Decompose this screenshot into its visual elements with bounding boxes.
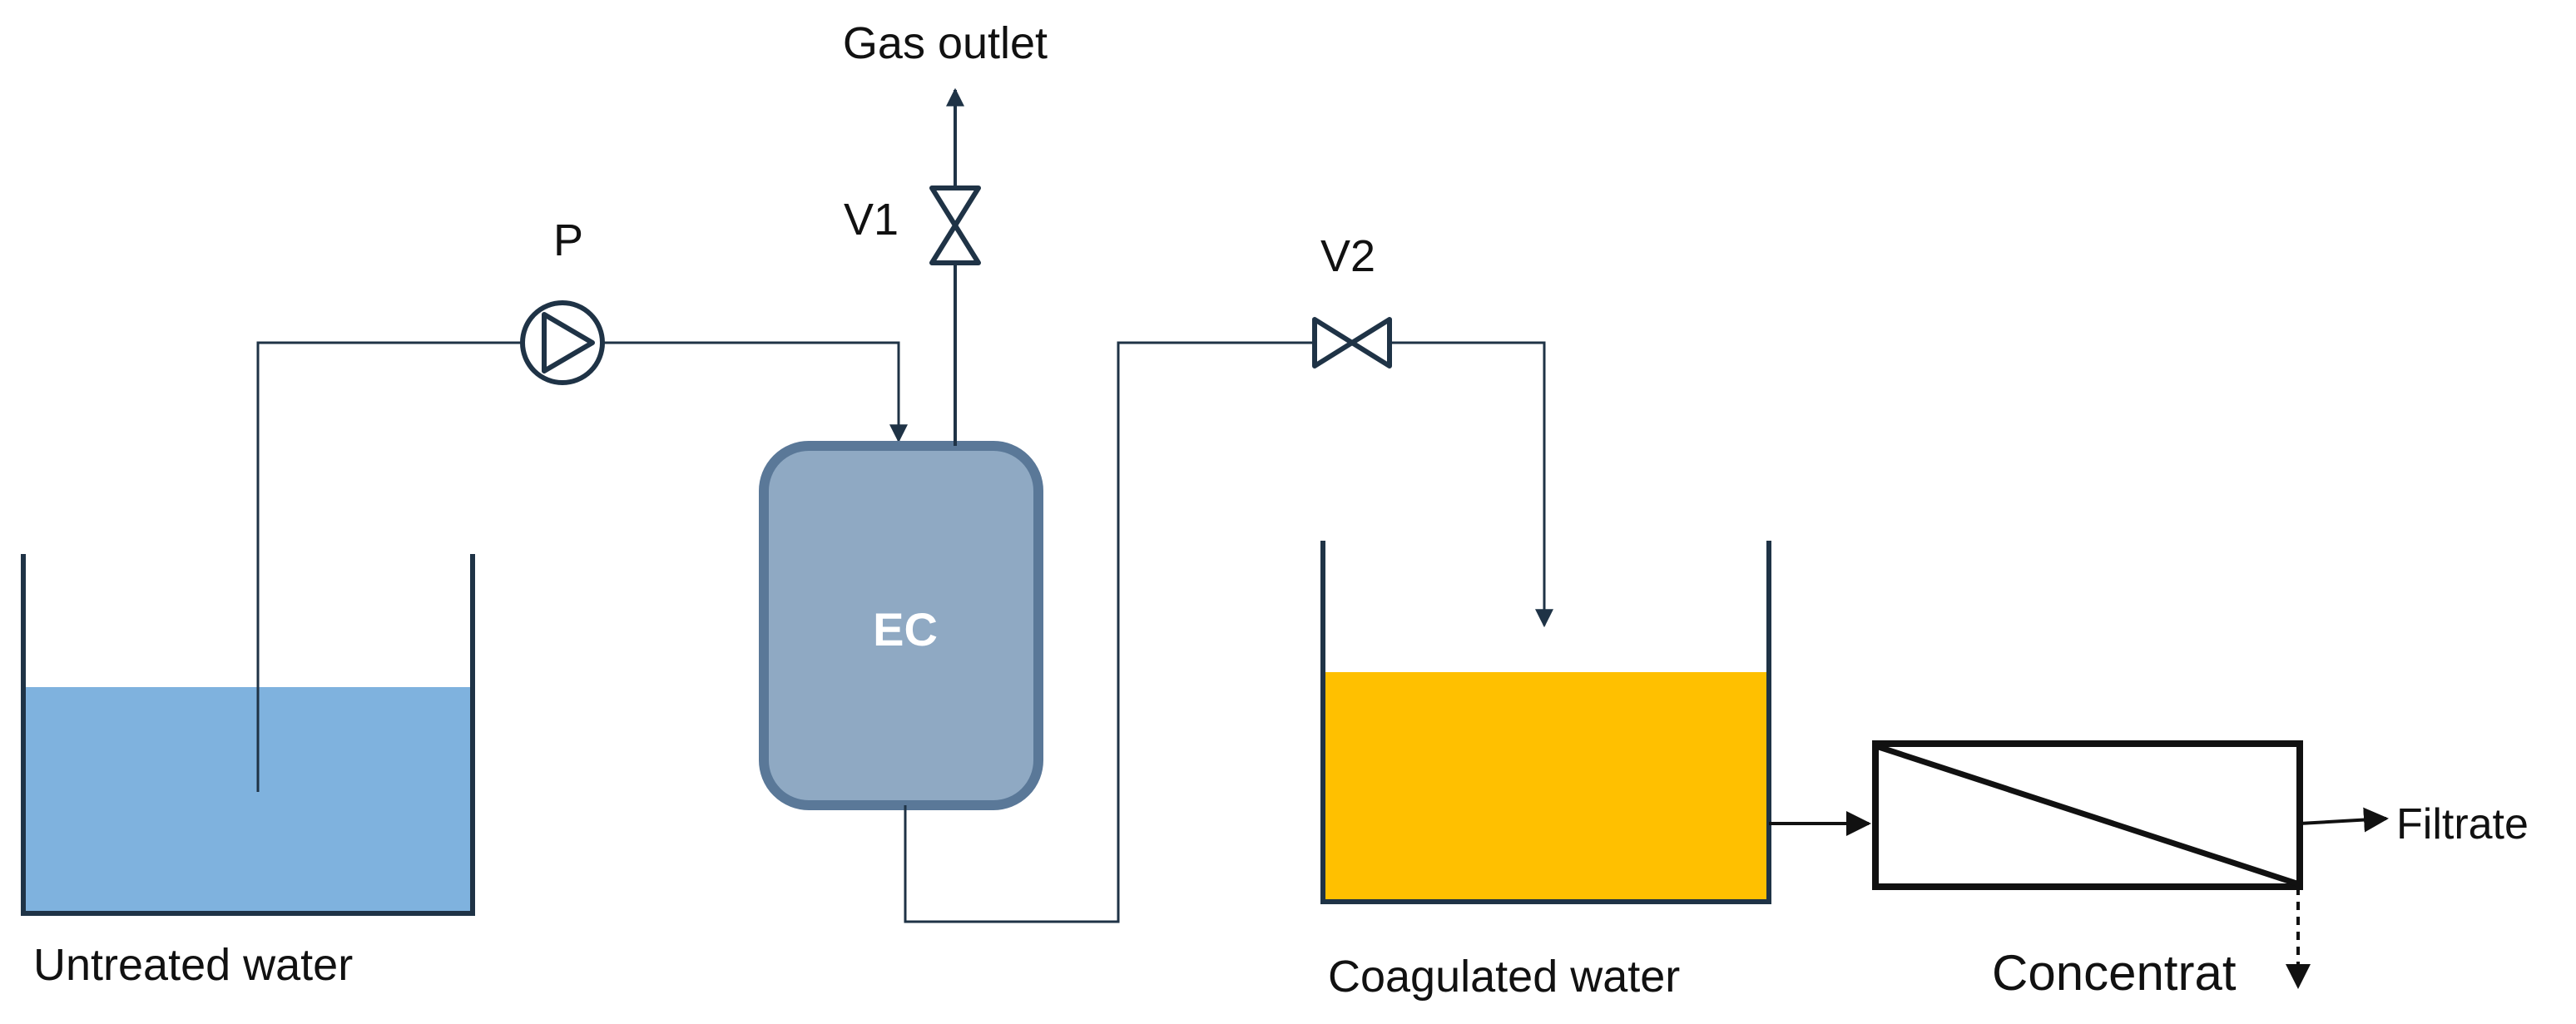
filtrate-arrow: [2299, 807, 2389, 833]
untreated-water-label: Untreated water: [33, 940, 353, 990]
membrane-module: [1872, 740, 2303, 890]
ec-label: EC: [873, 603, 938, 655]
coagulated-feed-pipe: [1391, 341, 1553, 628]
pump-icon: [520, 300, 605, 385]
suction-pipe: [256, 341, 523, 792]
ec-outlet-pipe: [904, 341, 1313, 923]
coagulated-tank-wall: [1320, 541, 1771, 904]
gas-outlet-label: Gas outlet: [843, 18, 1048, 68]
valve-v1-label: V1: [844, 195, 899, 245]
coagulated-water-fill: [1323, 672, 1769, 900]
feed-pipe: [602, 341, 908, 443]
untreated-water-fill: [23, 687, 473, 912]
untreated-tank-wall: [21, 554, 475, 916]
concentrat-label: Concentrat: [1992, 945, 2237, 1001]
valve-v1-icon: [929, 186, 981, 265]
pump-label: P: [553, 215, 583, 265]
coagulated-water-label: Coagulated water: [1328, 952, 1680, 1002]
valve-v2-icon: [1312, 317, 1392, 369]
filtrate-label: Filtrate: [2396, 800, 2529, 848]
ec-reactor: [759, 441, 1043, 810]
untreated-water-tank: [21, 554, 475, 916]
coagulated-water-tank: [1320, 541, 1771, 904]
valve-v2-label: V2: [1320, 231, 1375, 281]
